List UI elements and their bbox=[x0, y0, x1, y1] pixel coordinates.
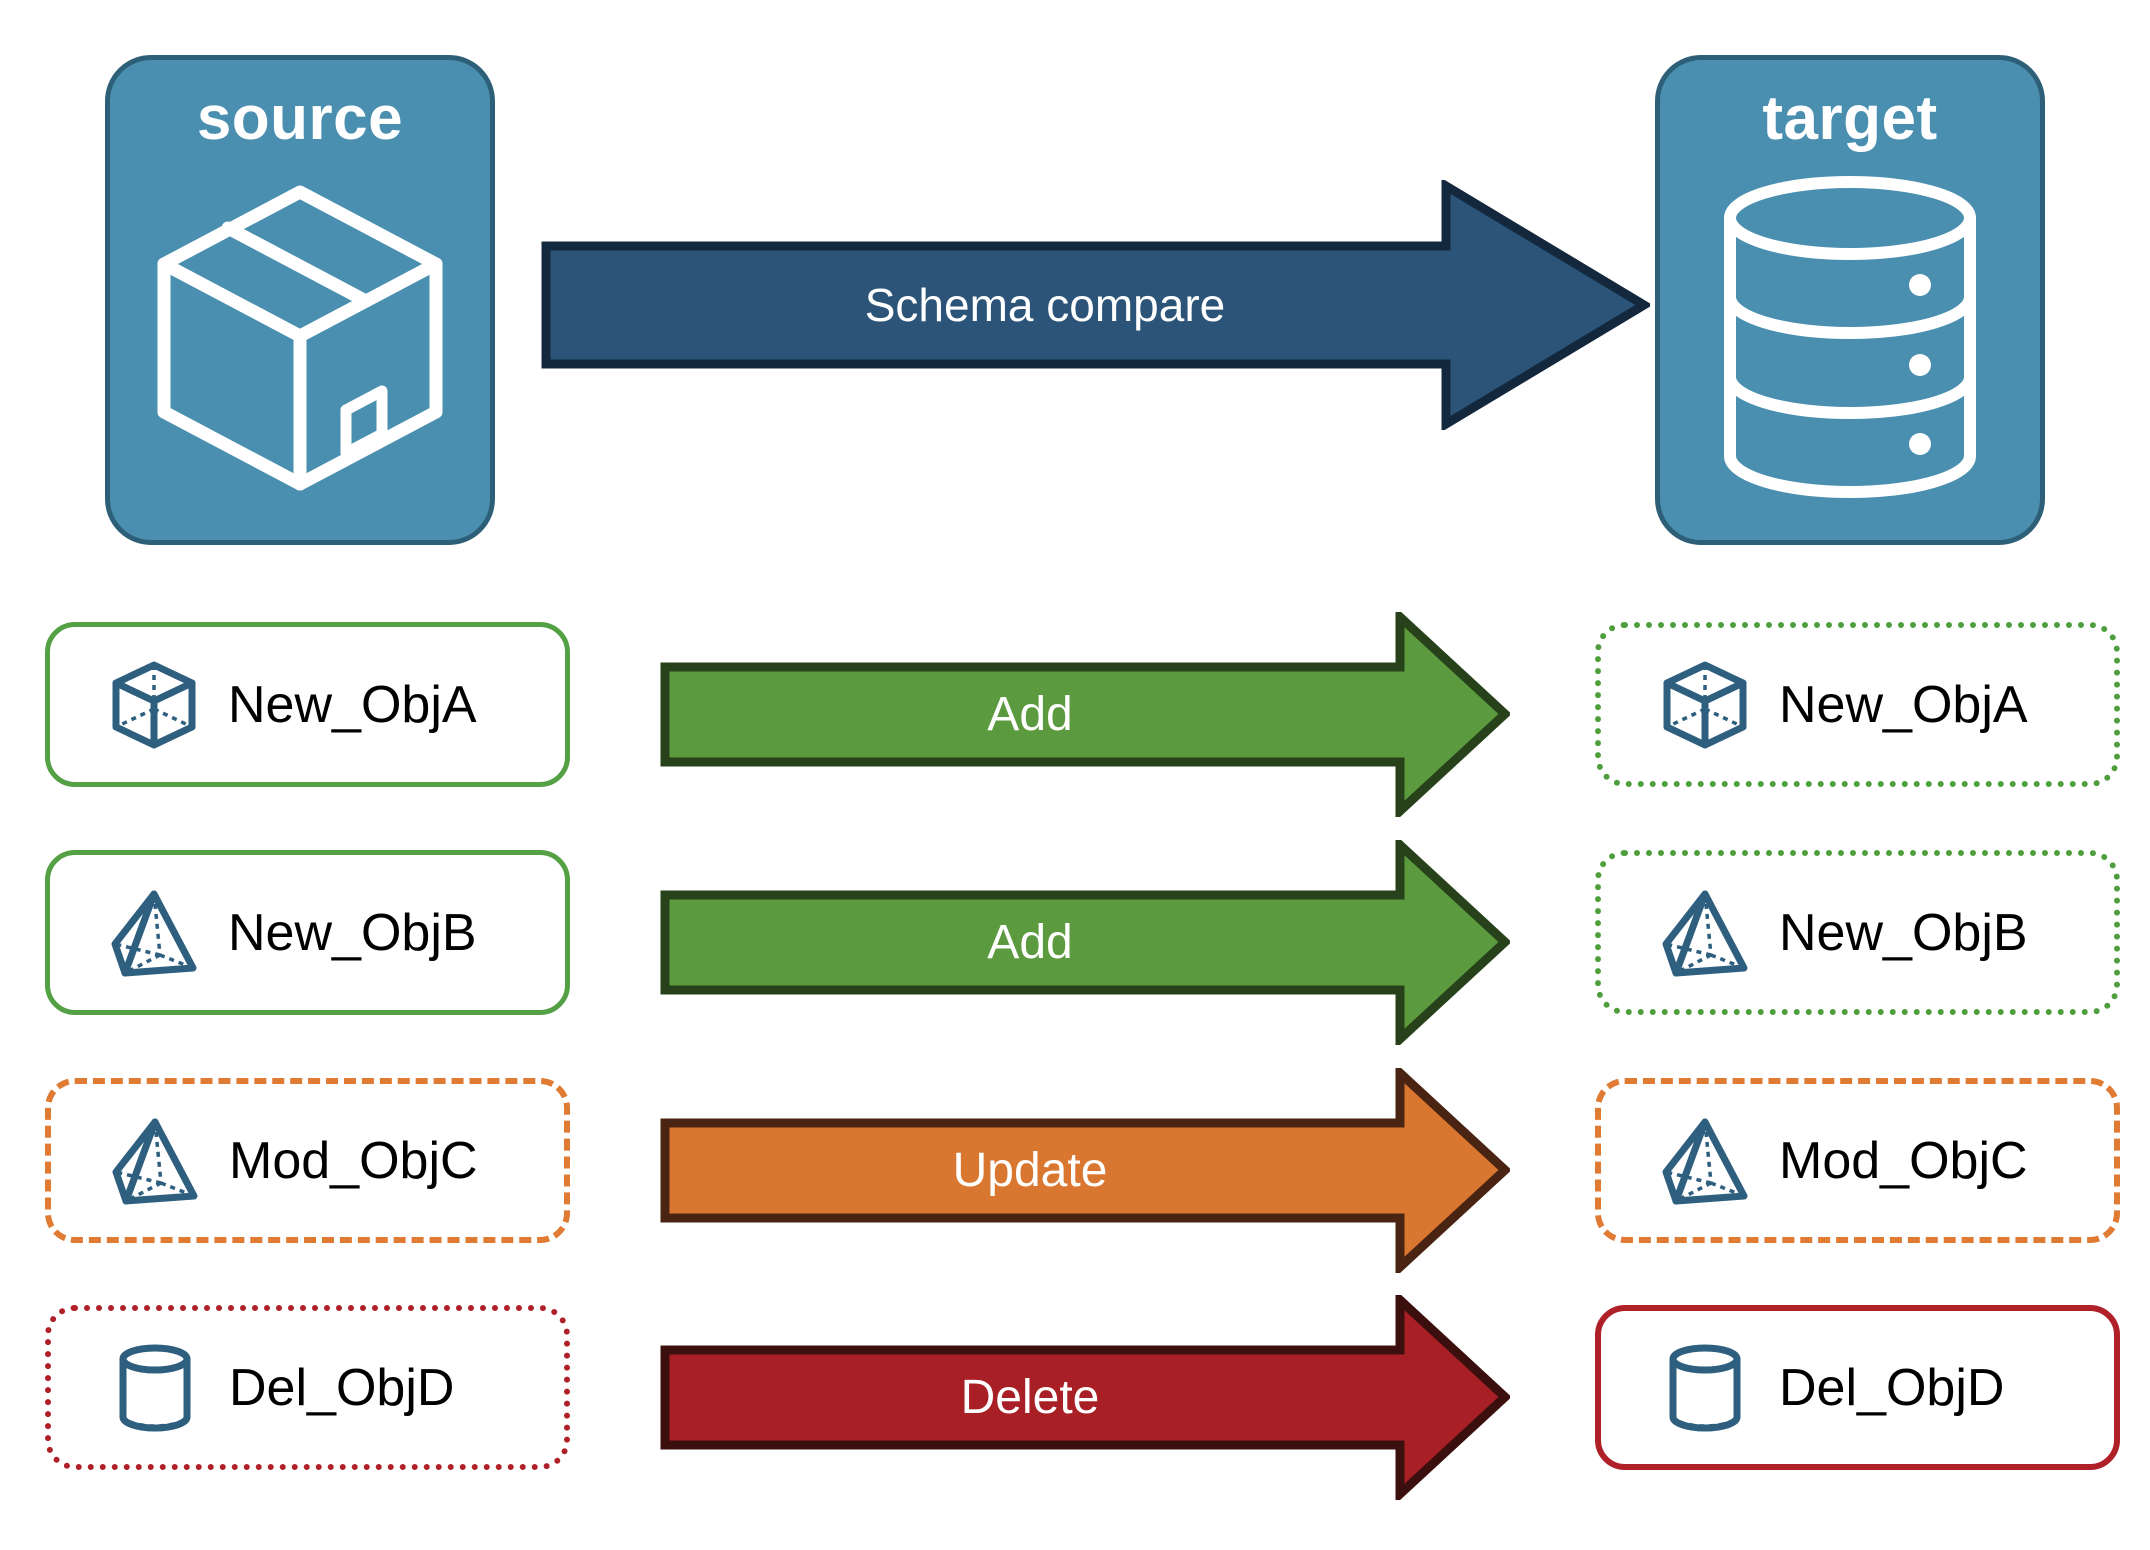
pyramid-wireframe-icon bbox=[108, 887, 200, 979]
source-endpoint-card: source bbox=[105, 55, 495, 545]
source-object-card-new-obja[interactable]: New_ObjA bbox=[45, 622, 570, 787]
source-object-card-new-objb[interactable]: New_ObjB bbox=[45, 850, 570, 1015]
target-endpoint-card: target bbox=[1655, 55, 2045, 545]
pyramid-wireframe-icon bbox=[109, 1115, 201, 1207]
target-object-card-new-obja[interactable]: New_ObjA bbox=[1595, 622, 2120, 787]
pyramid-wireframe-icon bbox=[1659, 887, 1751, 979]
target-object-label: New_ObjB bbox=[1779, 903, 2028, 962]
database-cylinder-icon bbox=[1715, 172, 1985, 507]
add-arrow-row-1: Add bbox=[660, 612, 1510, 817]
schema-compare-arrow: Schema compare bbox=[540, 180, 1650, 430]
target-object-card-mod-objc[interactable]: Mod_ObjC bbox=[1595, 1078, 2120, 1243]
cube-wireframe-icon bbox=[1659, 659, 1751, 751]
source-object-label: New_ObjB bbox=[228, 903, 477, 962]
source-object-label: Mod_ObjC bbox=[229, 1131, 478, 1190]
target-object-label: New_ObjA bbox=[1779, 675, 2028, 734]
source-title: source bbox=[196, 84, 404, 153]
pyramid-wireframe-icon bbox=[1659, 1115, 1751, 1207]
target-object-label: Mod_ObjC bbox=[1779, 1131, 2028, 1190]
package-box-icon bbox=[150, 172, 450, 507]
add-arrow-row-2: Add bbox=[660, 840, 1510, 1045]
cylinder-wireframe-icon bbox=[109, 1342, 201, 1434]
target-object-card-new-objb[interactable]: New_ObjB bbox=[1595, 850, 2120, 1015]
delete-arrow-row-4: Delete bbox=[660, 1295, 1510, 1500]
cylinder-wireframe-icon bbox=[1659, 1342, 1751, 1434]
source-object-card-del-objd[interactable]: Del_ObjD bbox=[45, 1305, 570, 1470]
update-arrow-row-3: Update bbox=[660, 1068, 1510, 1273]
source-object-card-mod-objc[interactable]: Mod_ObjC bbox=[45, 1078, 570, 1243]
source-object-label: New_ObjA bbox=[228, 675, 477, 734]
cube-wireframe-icon bbox=[108, 659, 200, 751]
source-object-label: Del_ObjD bbox=[229, 1358, 455, 1417]
target-title: target bbox=[1762, 84, 1938, 153]
target-object-label: Del_ObjD bbox=[1779, 1358, 2005, 1417]
target-object-card-del-objd[interactable]: Del_ObjD bbox=[1595, 1305, 2120, 1470]
